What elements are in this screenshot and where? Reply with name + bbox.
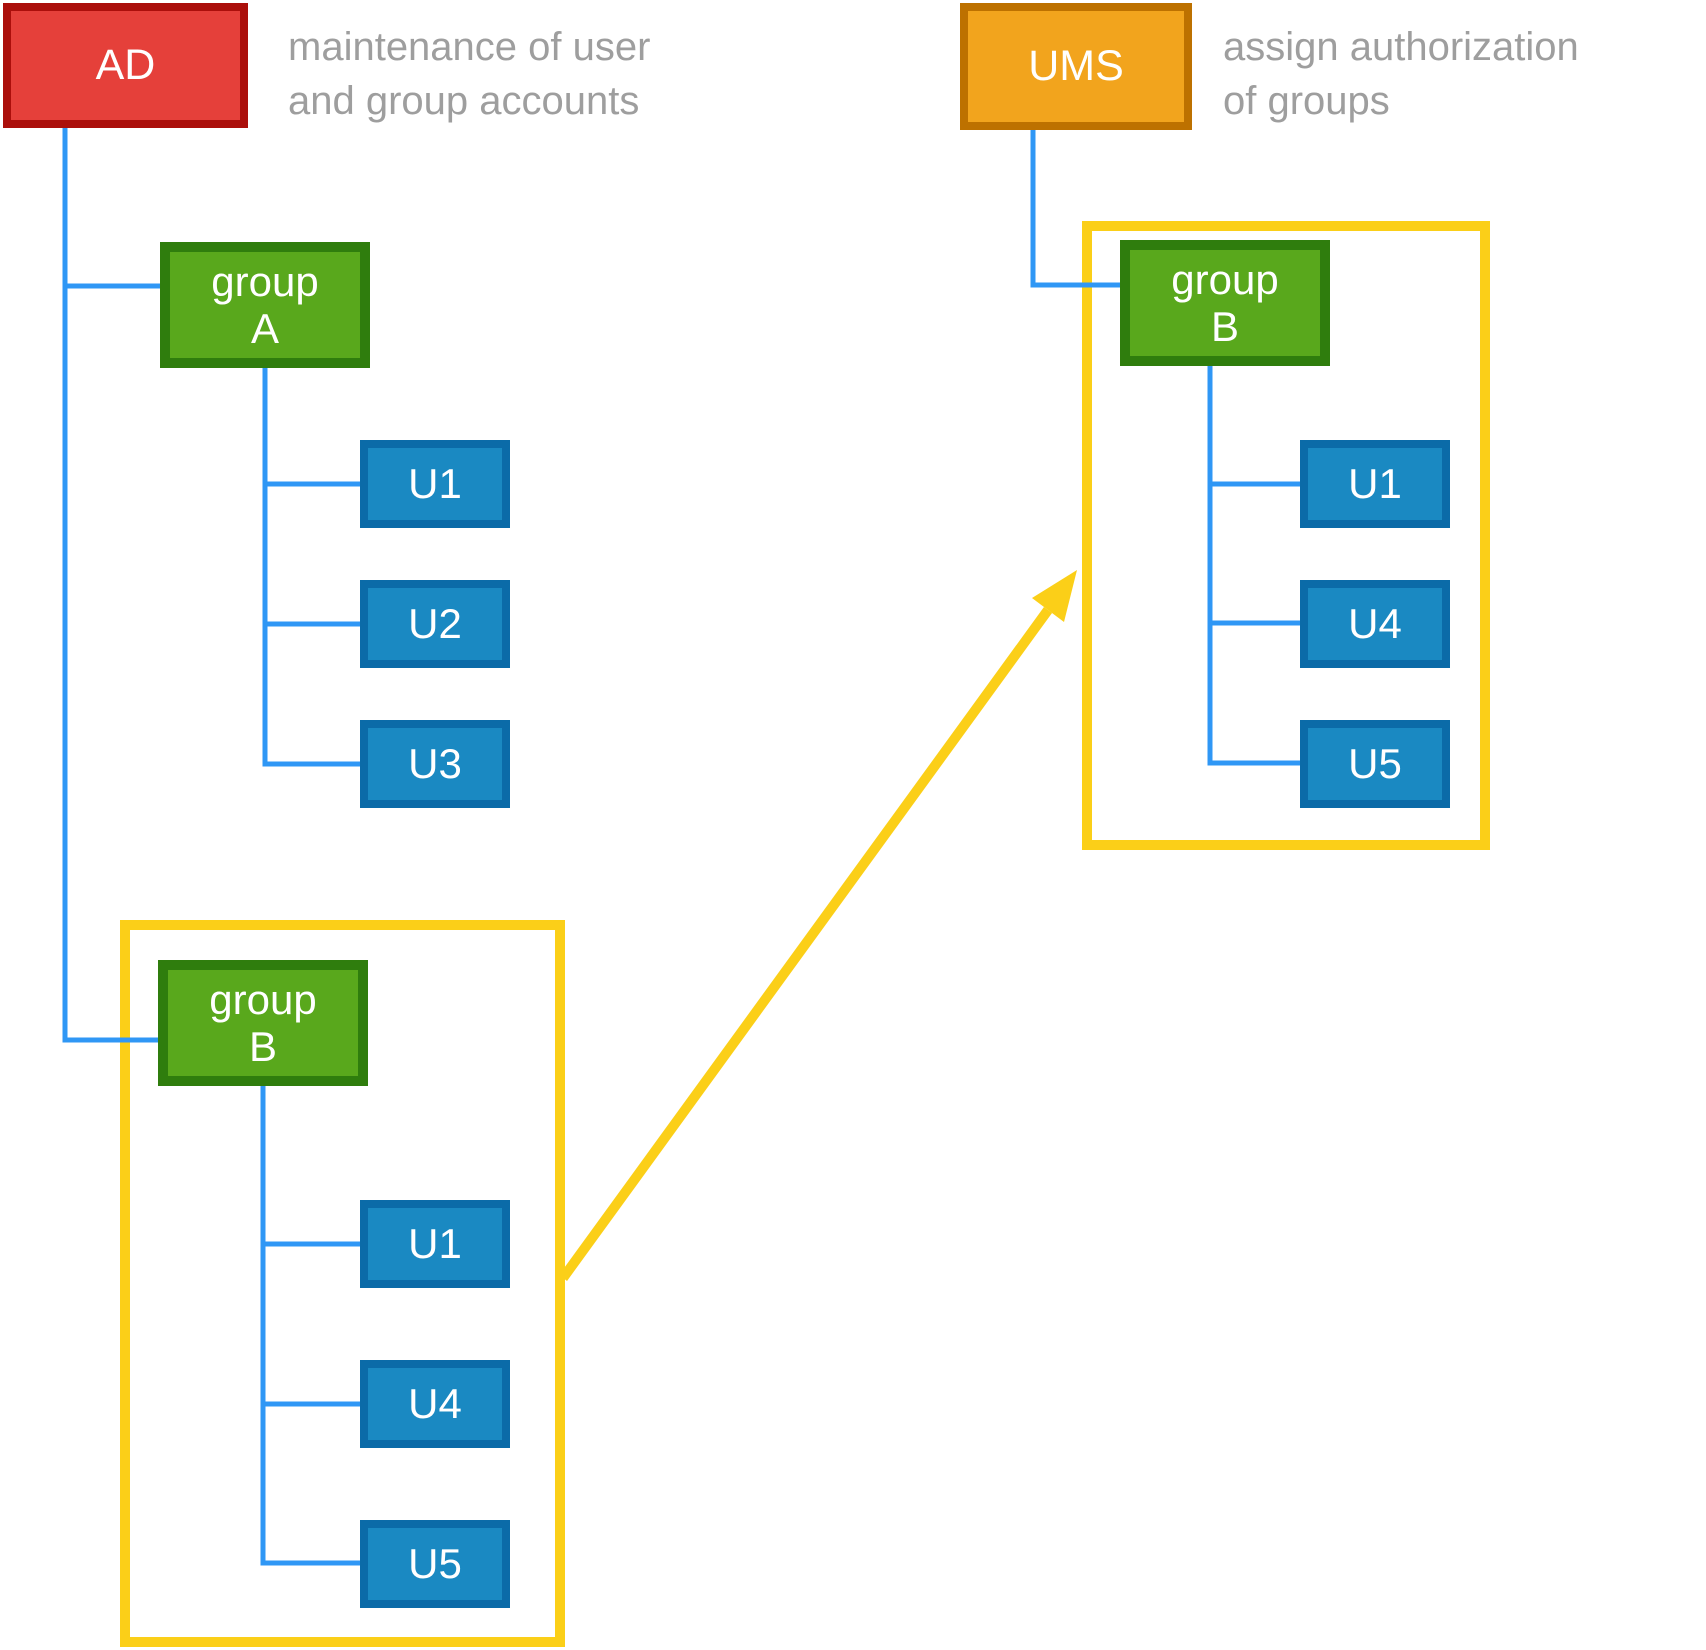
ums-group-b-box: group B: [1120, 240, 1330, 366]
user-label: U4: [1348, 600, 1402, 648]
user-label: U2: [408, 600, 462, 648]
ums-box: UMS: [960, 3, 1192, 130]
group-a-trunk-connector: [262, 368, 360, 767]
user-label: U5: [408, 1540, 462, 1588]
user-label: U4: [408, 1380, 462, 1428]
ums-label: UMS: [1028, 42, 1124, 91]
ad-box: AD: [3, 3, 248, 128]
ad-group-b-box: group B: [158, 960, 368, 1086]
ums-group-b-trunk-connector: [1207, 366, 1300, 766]
ad-note-line1: maintenance of user: [288, 25, 651, 69]
ad-group-a-label-bottom: A: [250, 305, 279, 352]
ad-group-b-user-u1: U1: [360, 1200, 510, 1288]
ums-group-b-user-u5: U5: [1300, 720, 1450, 808]
user-label: U3: [408, 740, 462, 788]
ums-group-b-label-top: group: [1171, 255, 1279, 303]
ad-note-line2: and group accounts: [288, 79, 640, 123]
group-b-sync-arrow-head: [1032, 570, 1077, 622]
highlight-rect-ad-group-b: [120, 920, 565, 1647]
ums-group-b-user-u1: U1: [1300, 440, 1450, 528]
group-b-sync-arrow-shaft: [558, 607, 1053, 1281]
user-label: U1: [408, 460, 462, 508]
highlight-rect-ums-group-b: [1082, 221, 1490, 850]
ad-label: AD: [95, 41, 156, 90]
user-label: U5: [1348, 740, 1402, 788]
ad-group-b-label-top: group: [209, 975, 317, 1023]
ad-group-a-user-u3: U3: [360, 720, 510, 808]
ad-group-b-trunk-connector: [260, 1086, 360, 1566]
ums-note-line1: assign authorization: [1223, 25, 1579, 69]
ad-group-a-box: group A: [160, 242, 370, 368]
ums-note: assign authorization of groups: [1223, 20, 1579, 128]
ad-group-b-user-u5: U5: [360, 1520, 510, 1608]
ad-group-b-user-u4: U4: [360, 1360, 510, 1448]
ad-trunk-connector: [62, 128, 158, 1043]
ad-group-a-user-u2: U2: [360, 580, 510, 668]
ums-group-b-label-bottom: B: [1210, 303, 1239, 350]
ad-note: maintenance of user and group accounts: [288, 20, 650, 128]
ad-group-b-label-bottom: B: [248, 1023, 277, 1070]
ad-group-a-user-u1: U1: [360, 440, 510, 528]
ad-group-a-label-top: group: [211, 257, 319, 305]
user-label: U1: [1348, 460, 1402, 508]
ums-to-group-b-connector: [1030, 130, 1122, 288]
ums-group-b-user-u4: U4: [1300, 580, 1450, 668]
ums-note-line2: of groups: [1223, 79, 1390, 123]
user-label: U1: [408, 1220, 462, 1268]
